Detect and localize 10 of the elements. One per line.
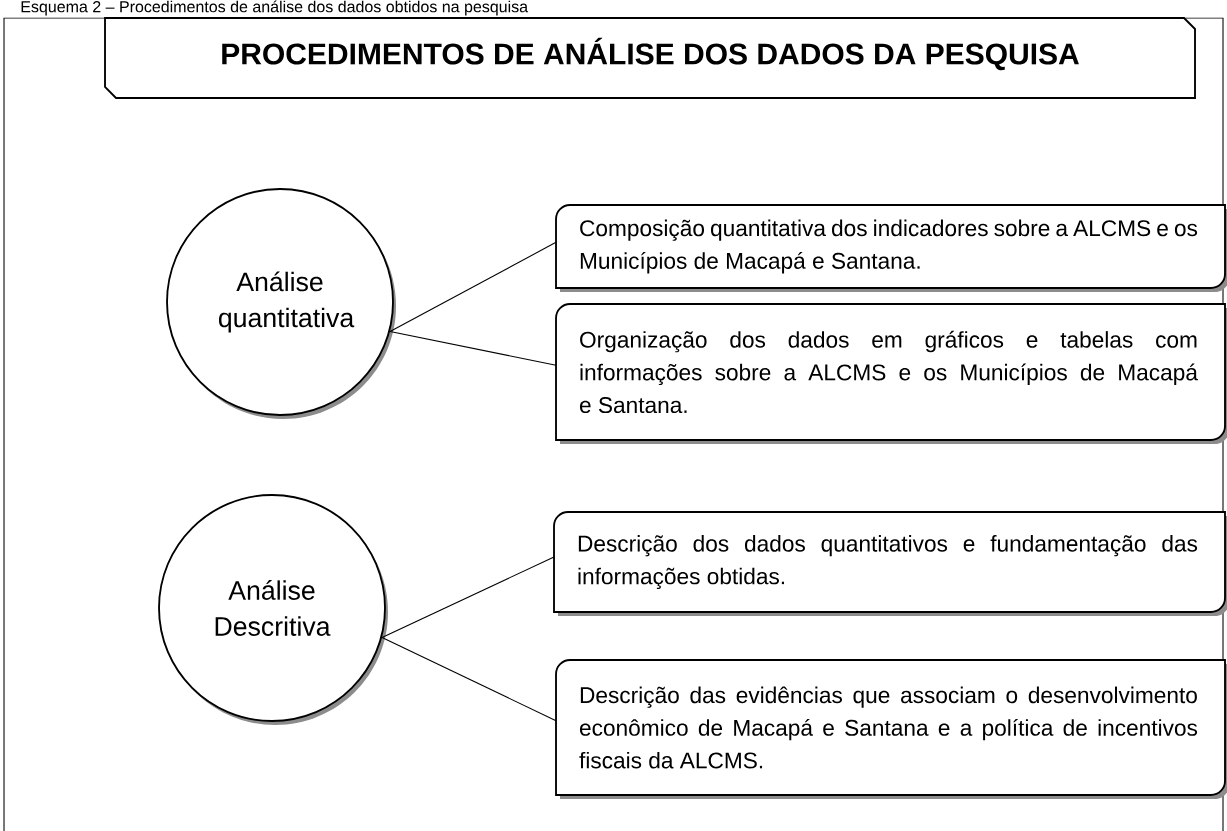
connector-line [381,636,557,722]
text-box: Descrição das evidências que associam o desenvolvimento econômico de Macapá e Santana e a política de incentivos fiscais da ALCMS. [555,659,1227,799]
text-box: Organização dos dados em gráficos e tabelas com informações sobre a ALCMS e os Municípios de Macapá e Santana. [555,303,1227,444]
caption: Esquema 2 – Procedimentos de análise dos dados obtidos na pesquisa [21,0,529,16]
connector-line [389,241,557,332]
title-banner: PROCEDIMENTOS DE ANÁLISE DOS DADOS DA PESQUISA [104,17,1196,99]
connector-line [381,556,555,638]
text-box: Descrição dos dados quantitativos e fundamentação das informações obtidas. [553,511,1227,616]
connector-line [389,330,557,366]
text-box: Composição quantitativa dos indicadores sobre a ALCMS e os Municípios de Macapá e Santana. [555,204,1227,292]
